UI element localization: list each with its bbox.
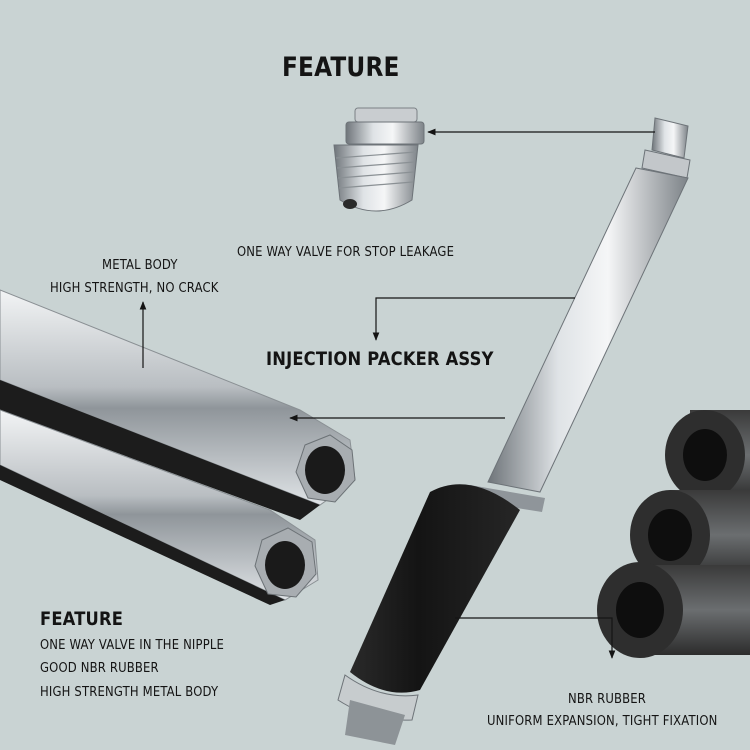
valve-nipple-image [333,107,425,212]
injection-packer-image [337,117,691,745]
packer-label: INJECTION PACKER ASSY [266,348,494,370]
metal-body-label-line1: METAL BODY [102,257,178,273]
metal-body-image [0,289,356,605]
valve-label: ONE WAY VALVE FOR STOP LEAKAGE [237,244,455,260]
page-title: FEATURE [282,52,400,83]
nbr-rubber-image [597,410,750,658]
feature-item-valve: ONE WAY VALVE IN THE NIPPLE [40,637,225,653]
nbr-callout-arrow [455,617,616,659]
metal-body-label-line2: HIGH STRENGTH, NO CRACK [50,280,219,296]
feature-item-rubber: GOOD NBR RUBBER [40,660,159,676]
nbr-label-line1: NBR RUBBER [568,691,647,707]
features-heading: FEATURE [40,608,124,630]
nbr-label-line2: UNIFORM EXPANSION, TIGHT FIXATION [487,713,718,729]
feature-item-metal: HIGH STRENGTH METAL BODY [40,684,219,700]
packer-callout-arrow [372,297,575,341]
callout-arrows [139,128,655,659]
